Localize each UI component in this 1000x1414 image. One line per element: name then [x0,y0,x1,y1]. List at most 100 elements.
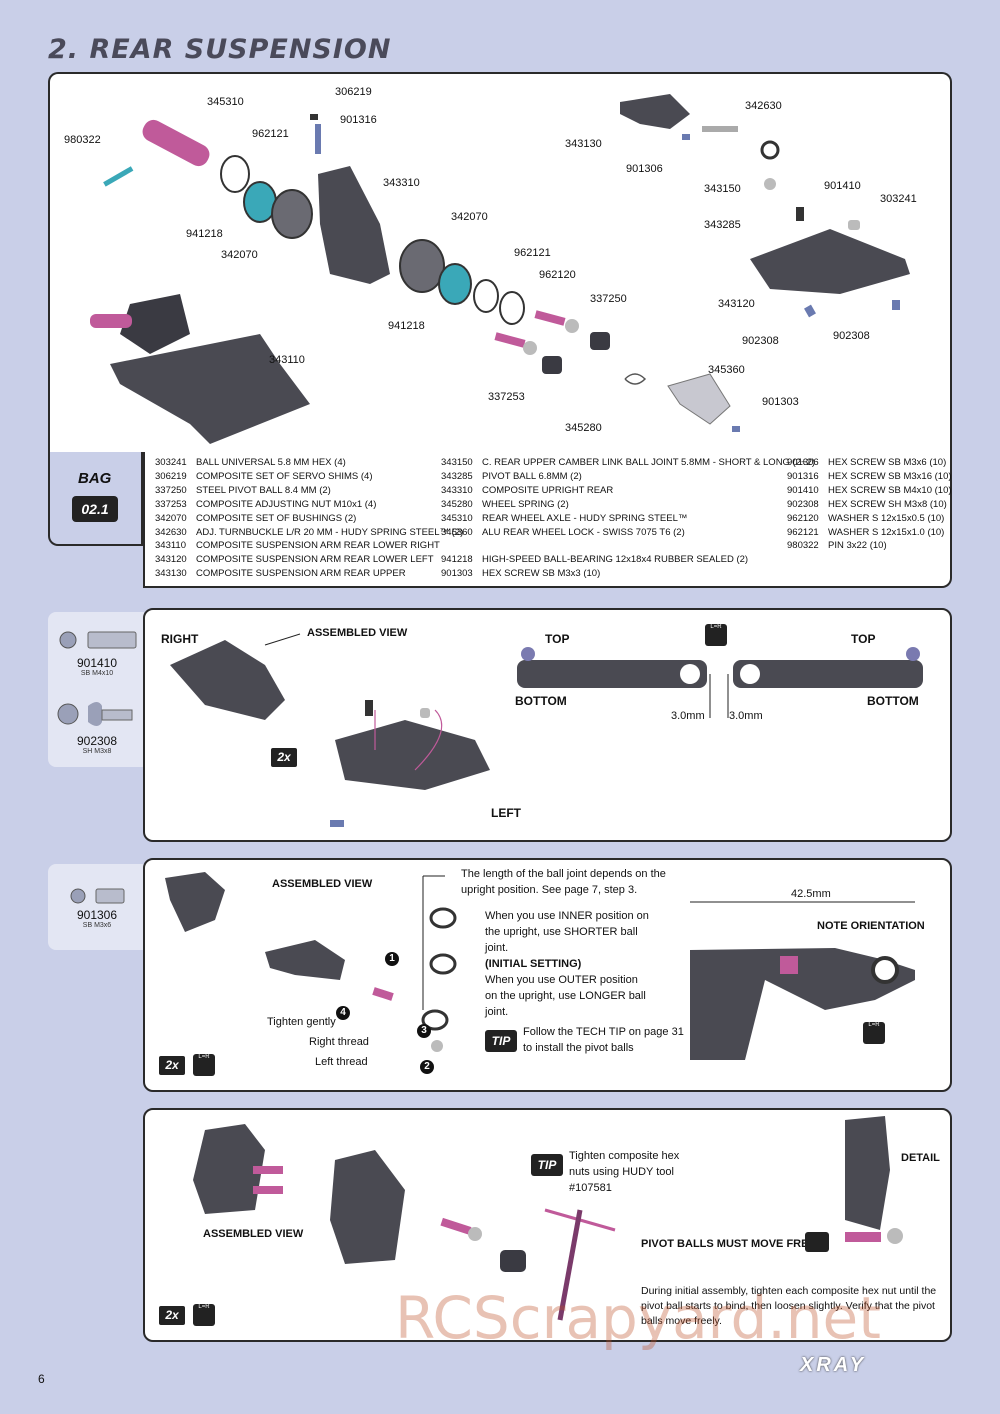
initial-setting-label: (INITIAL SETTING) [485,958,582,970]
step-marker-3: 3 [417,1024,431,1038]
part-row: 962121 WASHER S 12x15x1.0 (10) [787,526,944,540]
step2-panel: ASSEMBLED VIEW The length of the ball jo… [143,858,952,1092]
part-desc: WASHER S 12x15x1.0 (10) [828,526,945,538]
lower-arm-left-part [750,229,910,294]
step1-hardware-icons [57,631,137,726]
dim-left: 3.0mm [671,710,705,722]
step-marker-2: 2 [420,1060,434,1074]
part-desc: WHEEL SPRING (2) [482,498,569,510]
hw-code-902308: 902308 [76,734,118,748]
part-label: 343120 [718,298,755,310]
hw-code-901306: 901306 [76,908,118,922]
bottom-label-right: BOTTOM [867,694,919,708]
upright-part [318,166,390,284]
part-label: 962121 [252,128,289,140]
part-code: 303241 [155,457,187,468]
part-desc: ALU REAR WHEEL LOCK - SWISS 7075 T6 (2) [482,526,685,538]
step3-panel: ASSEMBLED VIEW TIP Tighten composite hex… [143,1108,952,1342]
ball-joint-length-note: The length of the ball joint depends on … [461,868,666,896]
page-title: 2. REAR SUSPENSION [48,34,392,65]
part-label: 342070 [451,211,488,223]
step3-tip-icon: TIP [531,1154,563,1176]
part-code: 345360 [441,526,473,538]
part-label: 343285 [704,219,741,231]
part-desc: WASHER S 12x15x0.5 (10) [828,512,945,524]
part-code: 343310 [441,484,473,496]
tighten-gently-label: Tighten gently [267,1016,336,1028]
detail-label: DETAIL [901,1152,940,1164]
watermark: RCScrapyard.net [395,1284,881,1352]
part-label: 980322 [64,134,101,146]
part-label: 343130 [565,138,602,150]
step2-diagram [165,872,915,1060]
part-code: 337250 [155,484,187,496]
part-label: 901316 [340,114,377,126]
bag-number: 02.1 [72,496,118,522]
part-label: 342630 [745,100,782,112]
part-label: 343110 [269,354,305,366]
step3-diagram [193,1116,903,1321]
part-row: 306219 COMPOSITE SET OF SERVO SHIMS (4) [155,470,372,484]
step2-assembled-label: ASSEMBLED VIEW [272,878,373,890]
part-desc: COMPOSITE SUSPENSION ARM REAR LOWER RIGH… [196,540,440,552]
shim-part [310,114,318,120]
part-label: 901410 [824,180,861,192]
hw-sub-901306: SB M3x6 [82,922,112,929]
part-row: 343310 COMPOSITE UPRIGHT REAR [441,484,613,498]
upper-arm-part [620,94,690,129]
part-code: 343150 [441,457,473,468]
step2-hardware-box [48,864,144,950]
xray-logo: XRAY [800,1354,867,1376]
part-desc: COMPOSITE SUSPENSION ARM REAR LOWER LEFT [196,554,434,566]
part-label: 337250 [590,293,627,305]
tech-tip-note: Follow the TECH TIP on page 31 to instal… [523,1026,684,1054]
part-desc: HEX SCREW SB M3x6 (10) [828,457,947,468]
part-code: 901410 [787,484,819,496]
pivot-balls-note: PIVOT BALLS MUST MOVE FREELY [641,1238,829,1250]
part-label: 345360 [708,364,745,376]
inner-position-note: When you use INNER position on the uprig… [485,910,649,954]
step-marker-4: 4 [336,1006,350,1020]
part-code: 901303 [441,568,473,580]
bag-label: BAG [78,470,112,487]
part-label: 962120 [539,269,576,281]
part-code: 306219 [155,470,187,482]
right-thread-label: Right thread [309,1036,369,1048]
tighten-nuts-note: Tighten composite hex nuts using HUDY to… [569,1150,680,1194]
part-code: 342070 [155,512,187,524]
part-desc: REAR WHEEL AXLE - HUDY SPRING STEEL™ [482,512,688,524]
part-code: 901306 [787,457,819,468]
dim-right: 3.0mm [729,710,763,722]
part-desc: HIGH-SPEED BALL-BEARING 12x18x4 RUBBER S… [482,554,749,566]
outer-position-note: When you use OUTER position on the uprig… [485,974,646,1018]
part-code: 962121 [787,526,819,538]
part-desc: PIN 3x22 (10) [828,540,887,552]
part-desc: HEX SCREW SH M3x8 (10) [828,498,947,510]
bushing-part [271,189,313,239]
part-code: 962120 [787,512,819,524]
initial-assembly-note: During initial assembly, tighten each co… [641,1285,937,1327]
top-label-left: TOP [545,632,570,646]
top-label-right: TOP [851,632,876,646]
hw-code-901410: 901410 [76,656,118,670]
part-desc: COMPOSITE SET OF SERVO SHIMS (4) [196,470,373,482]
part-desc: COMPOSITE UPRIGHT REAR [482,484,614,496]
hw-sub-901410: SB M4x10 [80,670,114,677]
step1-assembled-label: ASSEMBLED VIEW [307,627,408,639]
part-desc: STEEL PIVOT BALL 8.4 MM (2) [196,484,331,496]
part-label: 303241 [880,193,917,205]
